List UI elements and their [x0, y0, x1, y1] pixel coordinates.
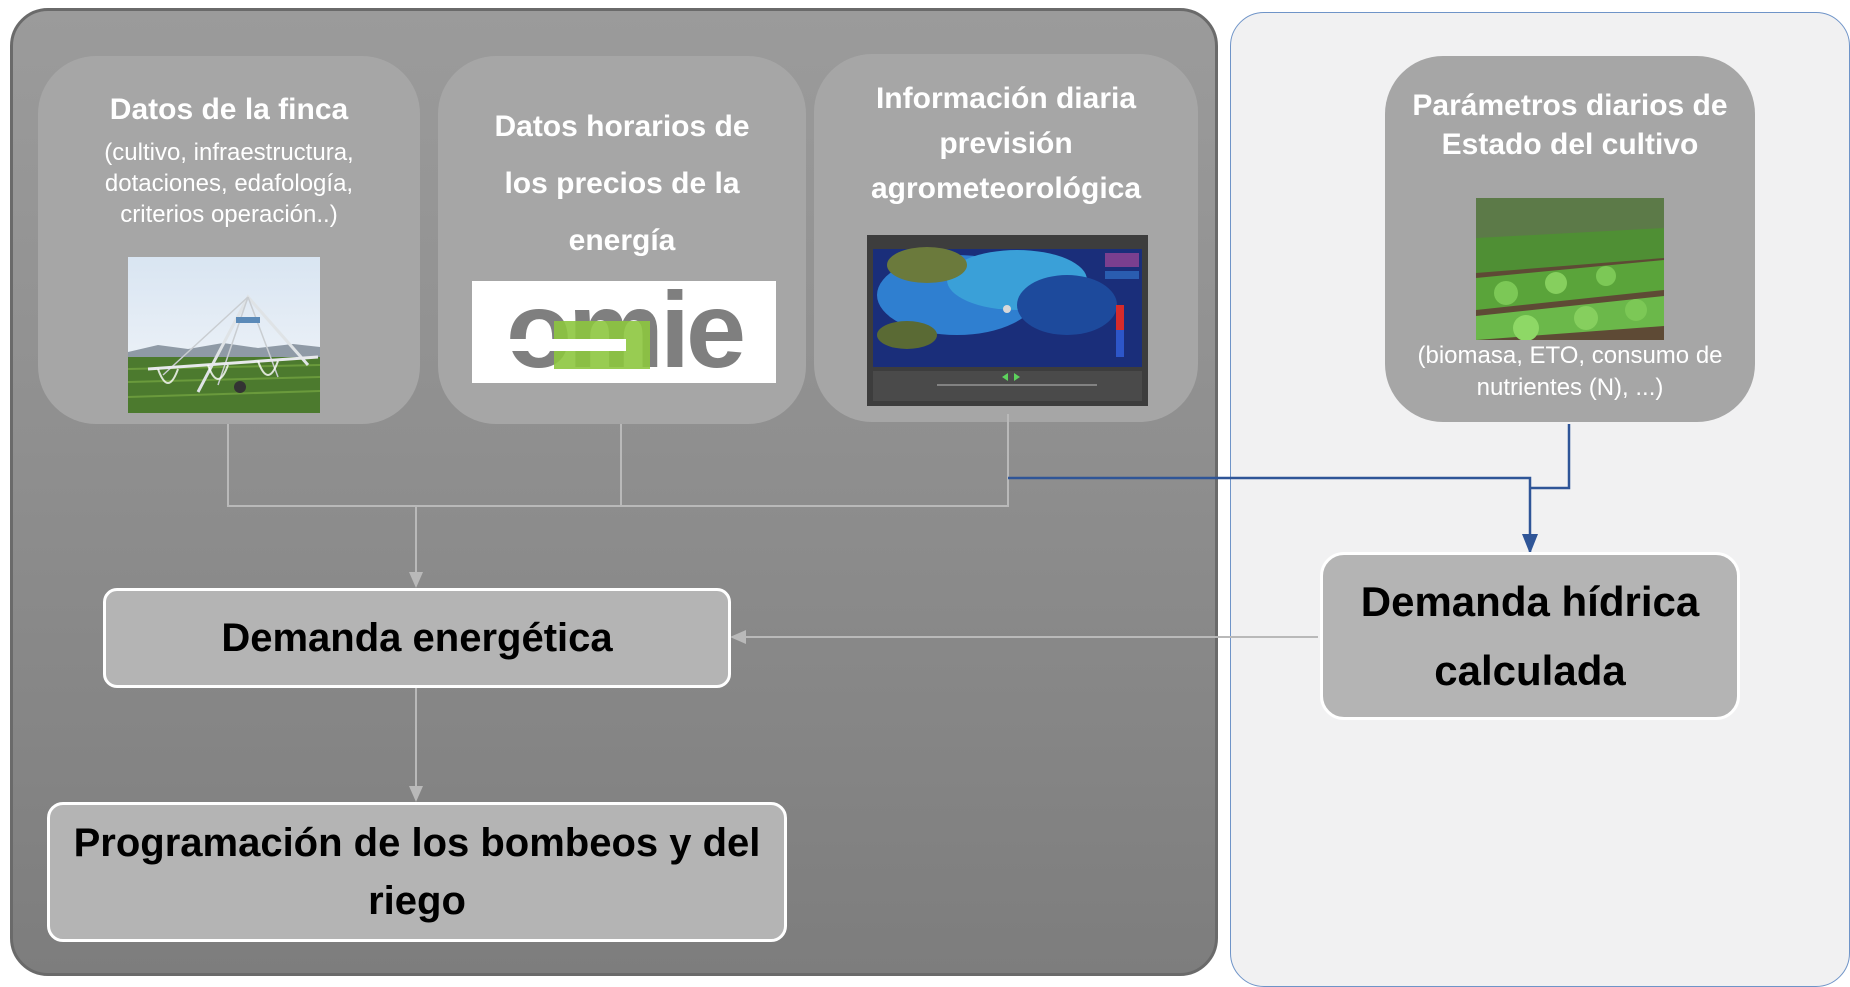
connector-top-merge [227, 414, 1009, 507]
box-label: Programación de los bombeos y del riego [73, 821, 761, 923]
card-subtitle: (biomasa, ETO, consumo de nutrientes (N)… [1417, 342, 1723, 402]
irrigation-photo [128, 257, 320, 413]
card-subtitle: (cultivo, infraestructura, dotaciones, e… [104, 139, 354, 229]
arrow-meteo-to-hidrica [1008, 476, 1538, 554]
card-title: Información diaria previsión agrometeoro… [870, 82, 1142, 205]
card-title: Datos de la finca [109, 93, 349, 126]
box-demanda-hidrica: Demanda hídrica calculada [1320, 552, 1740, 720]
card-title: Parámetros diarios de Estado del cultivo [1412, 89, 1728, 161]
box-label: Demanda hídrica calculada [1360, 577, 1700, 694]
box-demanda-energetica: Demanda energética [103, 588, 731, 688]
weather-map-screenshot [867, 235, 1148, 406]
box-label: Demanda energética [221, 615, 613, 660]
crop-field-photo [1476, 198, 1664, 340]
card-title: Datos horarios de los precios de la ener… [494, 110, 750, 257]
card-datos-finca: Datos de la finca (cultivo, infraestruct… [38, 56, 420, 424]
box-programacion: Programación de los bombeos y del riego [47, 802, 787, 942]
omie-logo: omie [472, 281, 776, 383]
